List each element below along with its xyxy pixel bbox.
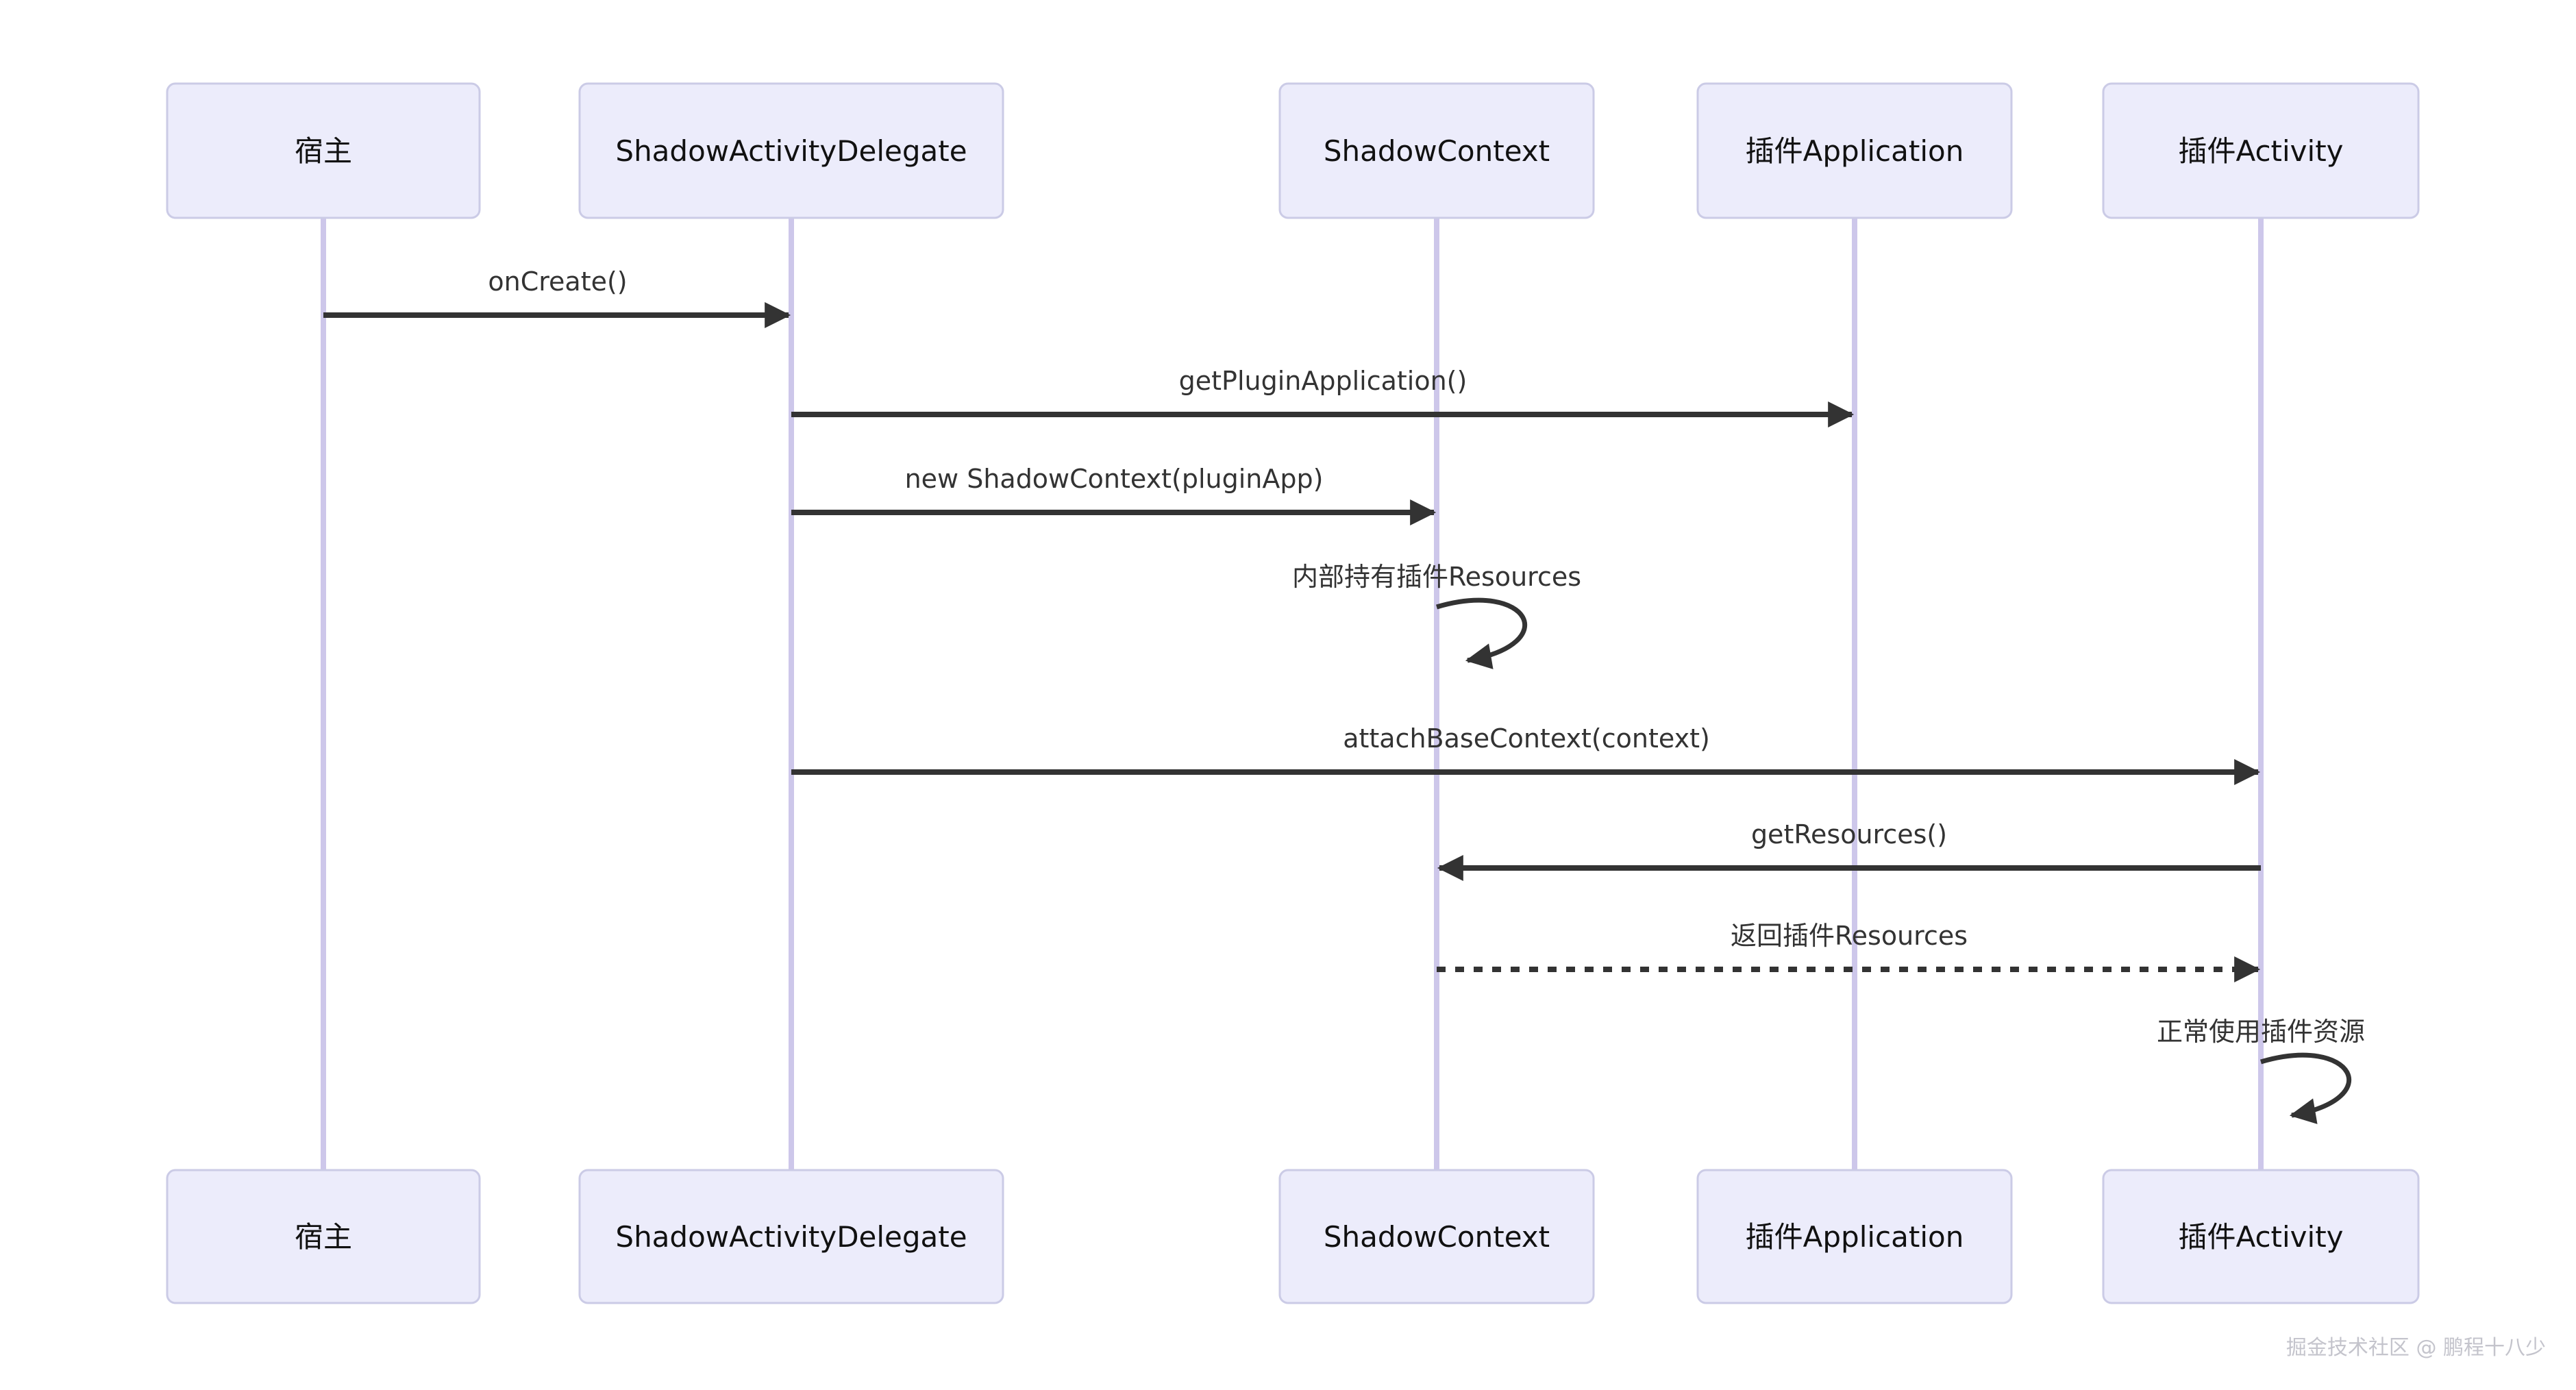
actor-box — [1696, 82, 2013, 219]
actor-row-top: 宿主 ShadowActivityDelegate ShadowContext … — [166, 82, 2420, 219]
actor-top-plugin-application: 插件Application — [1696, 82, 2013, 219]
message-label: getResources() — [1751, 819, 1947, 849]
actor-box — [166, 1169, 481, 1304]
actor-label: 插件Activity — [2178, 134, 2343, 168]
self-loop-arrow — [2260, 1052, 2352, 1124]
actor-top-shadow-context: ShadowContext — [1278, 82, 1595, 219]
watermark-text: 掘金技术社区 @ 鹏程十八少 — [2286, 1336, 2546, 1360]
message-5-attach-base-context: attachBaseContext(context) — [791, 723, 2261, 785]
message-8-use-plugin-resources: 正常使用插件资源 — [2157, 1017, 2365, 1124]
actor-box — [2102, 1169, 2420, 1304]
message-label: 正常使用插件资源 — [2157, 1017, 2365, 1047]
actor-top-plugin-activity: 插件Activity — [2102, 82, 2420, 219]
message-3-new-shadow-context: new ShadowContext(pluginApp) — [791, 464, 1437, 525]
actor-label: ShadowActivityDelegate — [615, 1220, 967, 1254]
actor-label: 插件Application — [1746, 134, 1964, 168]
actor-bottom-plugin-application: 插件Application — [1696, 1169, 2013, 1304]
self-loop-arrow — [1436, 597, 1528, 669]
actor-top-host: 宿主 — [166, 82, 481, 219]
message-1-oncreate: onCreate() — [323, 266, 791, 328]
message-label: getPluginApplication() — [1179, 366, 1467, 396]
actor-label: ShadowActivityDelegate — [615, 134, 967, 168]
message-label: onCreate() — [488, 266, 627, 297]
message-6-get-resources: getResources() — [1437, 819, 2261, 881]
actor-box — [578, 1169, 1004, 1304]
actor-top-shadow-activity-delegate: ShadowActivityDelegate — [578, 82, 1004, 219]
actor-label: 宿主 — [295, 134, 352, 168]
message-7-return-plugin-resources: 返回插件Resources — [1437, 921, 2261, 982]
actor-bottom-host: 宿主 — [166, 1169, 481, 1304]
actor-label: ShadowContext — [1324, 1220, 1550, 1254]
message-label: 内部持有插件Resources — [1292, 562, 1581, 592]
actor-box — [166, 82, 481, 219]
actor-label: ShadowContext — [1324, 134, 1550, 168]
actor-row-bottom: 宿主 ShadowActivityDelegate ShadowContext … — [166, 1169, 2420, 1304]
actor-box — [1696, 1169, 2013, 1304]
actor-box — [1278, 1169, 1595, 1304]
actor-box — [2102, 82, 2420, 219]
actor-box — [578, 82, 1004, 219]
actor-bottom-shadow-activity-delegate: ShadowActivityDelegate — [578, 1169, 1004, 1304]
actor-bottom-plugin-activity: 插件Activity — [2102, 1169, 2420, 1304]
message-2-get-plugin-application: getPluginApplication() — [791, 366, 1855, 427]
message-label: 返回插件Resources — [1731, 921, 1968, 951]
actor-box — [1278, 82, 1595, 219]
actor-bottom-shadow-context: ShadowContext — [1278, 1169, 1595, 1304]
message-4-holds-plugin-resources: 内部持有插件Resources — [1292, 562, 1581, 669]
actor-label: 插件Activity — [2178, 1220, 2343, 1254]
actor-label: 宿主 — [295, 1220, 352, 1254]
message-label: attachBaseContext(context) — [1343, 723, 1710, 754]
message-label: new ShadowContext(pluginApp) — [905, 464, 1324, 494]
lifelines — [321, 218, 2264, 1170]
actor-label: 插件Application — [1746, 1220, 1964, 1254]
